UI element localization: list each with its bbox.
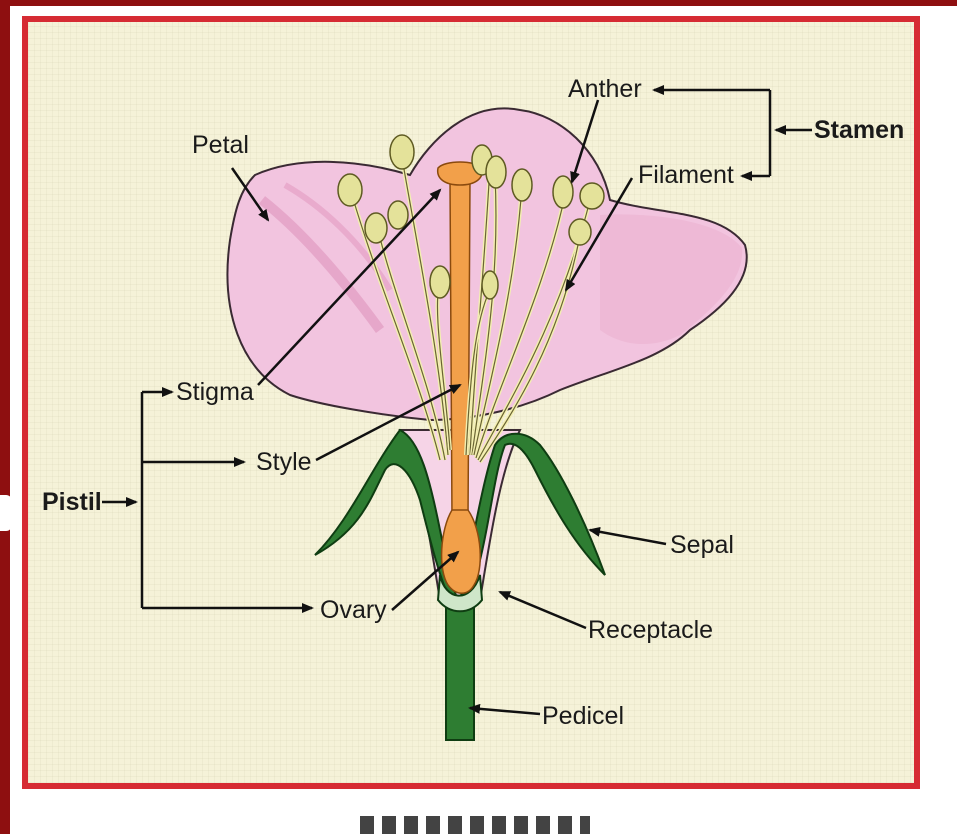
pistil-style [450,180,470,520]
pedicel-stem [446,590,474,740]
label-stamen: Stamen [814,116,904,144]
label-pistil: Pistil [42,488,102,516]
label-anther: Anther [568,75,642,103]
label-pedicel: Pedicel [542,702,624,730]
pedicel-pointer [470,708,540,714]
label-sepal: Sepal [670,531,734,559]
label-filament: Filament [638,161,734,189]
receptacle-pointer [500,592,586,628]
label-receptacle: Receptacle [588,616,713,644]
label-stigma: Stigma [176,378,254,406]
label-ovary: Ovary [320,596,387,624]
pistil-ovary [442,510,481,593]
label-petal: Petal [192,131,249,159]
right-petal-shadow [600,214,742,344]
label-style: Style [256,448,312,476]
sepal-pointer [590,530,666,544]
cropped-caption [360,814,640,834]
